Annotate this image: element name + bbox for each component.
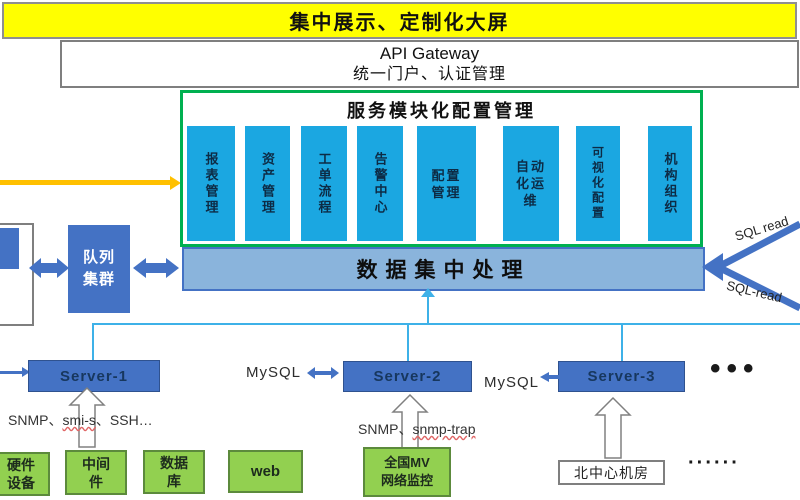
mysql-left-label: MySQL	[246, 364, 302, 381]
module-visual-config: 可视化配置	[576, 126, 620, 241]
api-gateway-box: API Gateway 统一门户、认证管理	[60, 40, 799, 88]
server-2-node: Server-2	[343, 361, 472, 392]
left-partial-node	[0, 228, 19, 269]
sql-arrowhead-icon	[702, 253, 723, 281]
drop-line-server1	[92, 323, 94, 361]
more-sources-ellipsis: ······	[688, 452, 740, 474]
up-arrow-icon	[68, 386, 106, 448]
double-arrow-icon	[133, 258, 179, 278]
double-arrow-icon	[29, 258, 69, 278]
server-bus-line	[92, 323, 800, 325]
source-middleware: 中间件	[65, 450, 127, 495]
module-organization: 机构组织	[648, 126, 692, 241]
mysql-right-label: MySQL	[484, 374, 540, 391]
server1-feed-arrowhead-icon	[22, 367, 30, 377]
source-database: 数据库	[143, 450, 205, 494]
yellow-feed-arrowhead-icon	[170, 176, 181, 190]
server-3-node: Server-3	[558, 361, 685, 392]
protocol-label-left: SNMP、smi-s、SSH…	[8, 412, 153, 428]
service-module-box: 服务模块化配置管理 报表管理 资产管理 工单流程 告警中心 配置 管理 自动 化…	[180, 90, 703, 247]
data-processing-bar: 数据集中处理	[182, 247, 705, 291]
server1-feed-line	[0, 371, 24, 374]
drop-line-server3	[621, 323, 623, 362]
source-web: web	[228, 450, 303, 493]
api-gateway-label: API Gateway	[379, 44, 480, 63]
module-config: 配置 管理	[417, 126, 476, 241]
module-alarm: 告警中心	[357, 126, 403, 241]
yellow-feed-line	[0, 180, 170, 185]
module-workorder: 工单流程	[301, 126, 347, 241]
protocol-label-mid: SNMP、snmp-trap	[358, 421, 476, 437]
drop-line-server2	[407, 323, 409, 362]
sql-read-links	[702, 220, 800, 312]
module-asset: 资产管理	[245, 126, 290, 241]
left-arrow-icon	[540, 372, 559, 382]
module-report: 报表管理	[187, 126, 235, 241]
uplink-arrowhead-icon	[421, 288, 435, 297]
source-hardware: 硬件设备	[0, 452, 50, 496]
server-1-node: Server-1	[28, 360, 160, 392]
more-servers-ellipsis: •••	[710, 352, 760, 385]
double-arrow-icon	[307, 367, 339, 379]
display-banner: 集中展示、定制化大屏	[2, 2, 797, 39]
uplink-line	[427, 296, 429, 324]
service-box-title: 服务模块化配置管理	[347, 101, 536, 121]
up-arrow-icon	[594, 396, 632, 459]
module-automation: 自动 化运 维	[503, 126, 559, 241]
source-north-datacenter: 北中心机房	[558, 460, 665, 485]
queue-cluster-node: 队列 集群	[68, 225, 130, 313]
portal-auth-label: 统一门户、认证管理	[352, 66, 506, 83]
data-processing-label: 数据集中处理	[356, 259, 531, 282]
banner-title: 集中展示、定制化大屏	[289, 12, 510, 34]
